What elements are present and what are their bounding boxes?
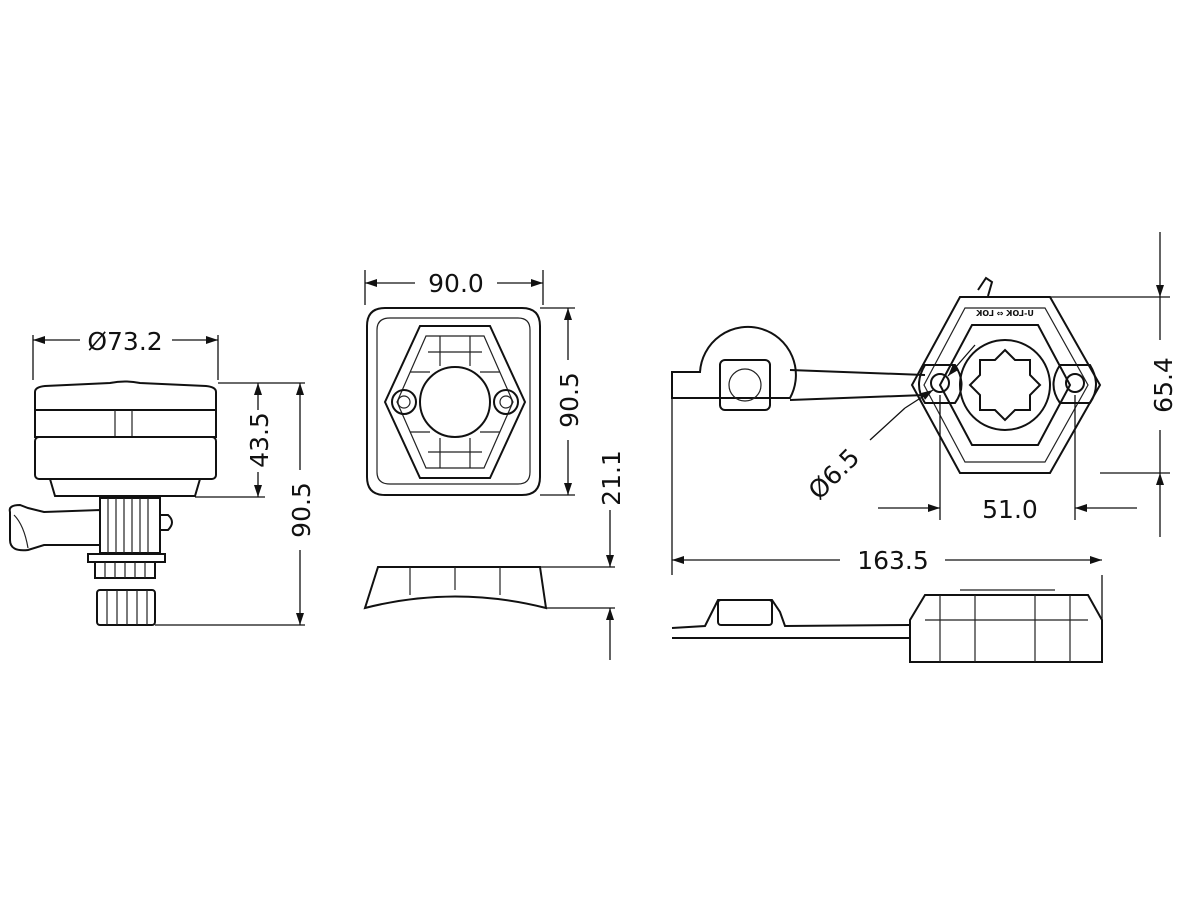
dim-thickness-label: 21.1 — [597, 450, 626, 506]
lock-label: U-LOK ⇔ LOK — [975, 309, 1034, 318]
dim-total-height-label: 90.5 — [287, 482, 316, 538]
dim-hole-diameter-label: Ø6.5 — [803, 443, 866, 506]
dim-plate-width-label: 90.0 — [428, 269, 484, 298]
lock-view: U-LOK ⇔ LOK — [671, 276, 1103, 663]
dim-plate-height-label: 90.5 — [555, 372, 584, 428]
side-view-dimensions — [32, 335, 305, 626]
lock-dimensions — [671, 232, 1170, 620]
dim-hole-spacing-label: 51.0 — [982, 495, 1038, 524]
dim-total-length-label: 163.5 — [857, 546, 929, 575]
dim-diameter-label: Ø73.2 — [87, 327, 162, 356]
dim-lock-height-label: 65.4 — [1149, 357, 1178, 413]
side-view-light — [8, 380, 217, 626]
plate-dimensions — [364, 270, 615, 660]
plate-view — [363, 307, 548, 610]
dim-head-height-label: 43.5 — [245, 412, 274, 468]
